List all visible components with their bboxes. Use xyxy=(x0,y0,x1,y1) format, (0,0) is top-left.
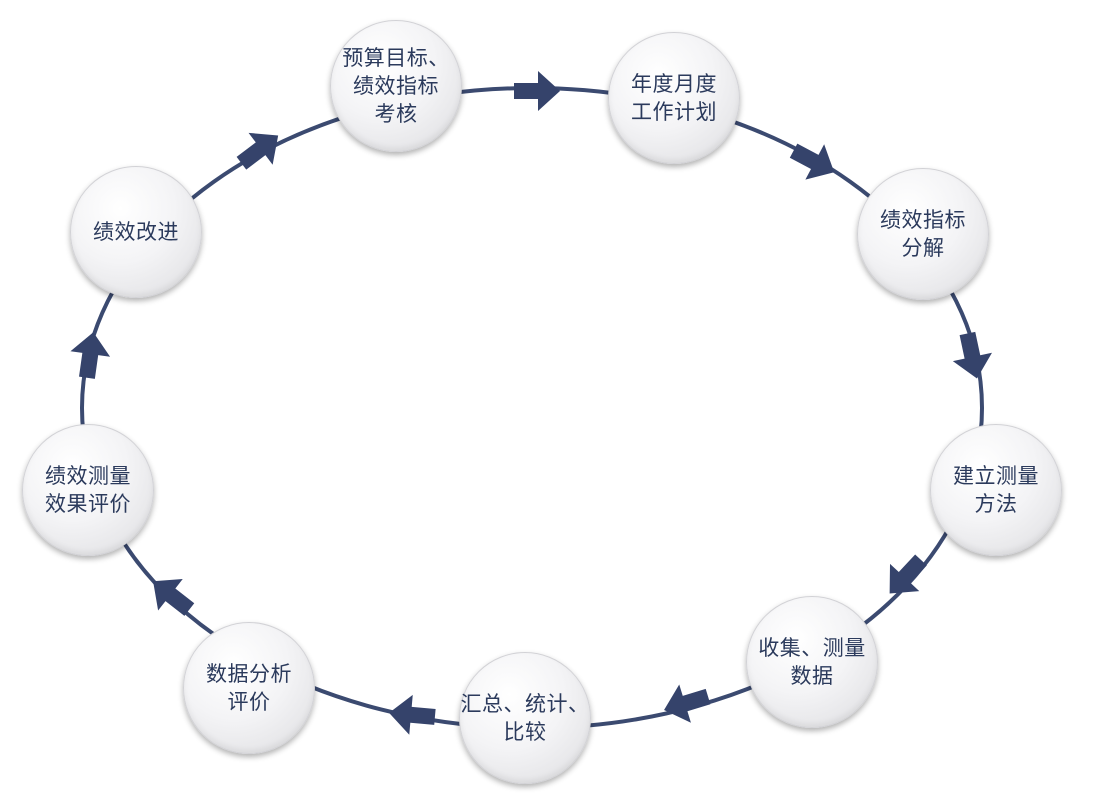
node-label: 绩效测量 效果评价 xyxy=(45,464,131,516)
node-label: 绩效指标 分解 xyxy=(880,208,966,260)
flow-arrow-5 xyxy=(664,684,711,723)
node-label: 年度月度 工作计划 xyxy=(631,72,717,124)
node-label: 建立测量 方法 xyxy=(953,464,1039,516)
node-collect-data: 收集、测量 数据 xyxy=(746,596,878,728)
node-label: 绩效改进 xyxy=(93,220,179,244)
node-label: 收集、测量 数据 xyxy=(758,636,866,688)
flow-arrows xyxy=(70,71,992,735)
node-analysis: 数据分析 评价 xyxy=(183,622,315,754)
flow-arrow-7 xyxy=(153,579,195,616)
node-improvement: 绩效改进 xyxy=(70,166,202,298)
node-evaluation: 绩效测量 效果评价 xyxy=(22,424,154,556)
flow-arrow-4 xyxy=(889,554,927,594)
flow-arrow-6 xyxy=(389,694,436,735)
node-label: 预算目标、 绩效指标 考核 xyxy=(342,46,450,126)
node-label: 数据分析 评价 xyxy=(206,662,292,714)
flow-arrow-9 xyxy=(236,132,279,170)
flow-arrow-2 xyxy=(789,143,835,180)
node-label: 汇总、统计、 比较 xyxy=(460,692,590,744)
flow-arrow-1 xyxy=(514,71,560,111)
node-kpi-breakdown: 绩效指标 分解 xyxy=(857,168,989,300)
node-measure-method: 建立测量 方法 xyxy=(930,424,1062,556)
node-budget-targets: 预算目标、 绩效指标 考核 xyxy=(330,20,462,152)
flow-arrow-8 xyxy=(70,332,111,379)
node-summarize: 汇总、统计、 比较 xyxy=(459,652,591,784)
flow-arrow-3 xyxy=(952,331,992,379)
node-annual-plan: 年度月度 工作计划 xyxy=(608,32,740,164)
